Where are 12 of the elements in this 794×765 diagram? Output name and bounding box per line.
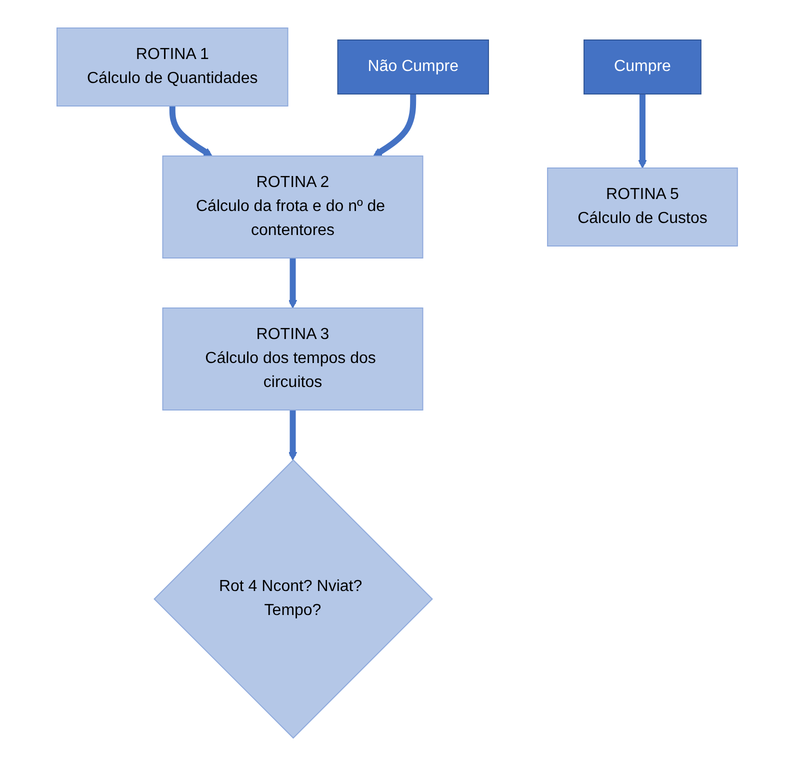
arrow <box>638 94 647 168</box>
arrow <box>169 106 212 156</box>
node-box: Cumpre <box>583 39 702 94</box>
node-diamond: Rot 4 Ncont? Nviat? Tempo? <box>153 458 433 738</box>
arrow <box>372 94 416 156</box>
node-box: ROTINA 5 Cálculo de Custos <box>546 167 738 246</box>
node-box: ROTINA 3 Cálculo dos tempos dos circuitos <box>162 307 424 410</box>
node-box: ROTINA 2 Cálculo da frota e do nº de contentores <box>162 155 424 258</box>
node-box: Não Cumpre <box>337 39 489 94</box>
arrow <box>288 410 297 460</box>
arrow <box>288 258 297 308</box>
node-box: ROTINA 1 Cálculo de Quantidades <box>56 27 288 106</box>
